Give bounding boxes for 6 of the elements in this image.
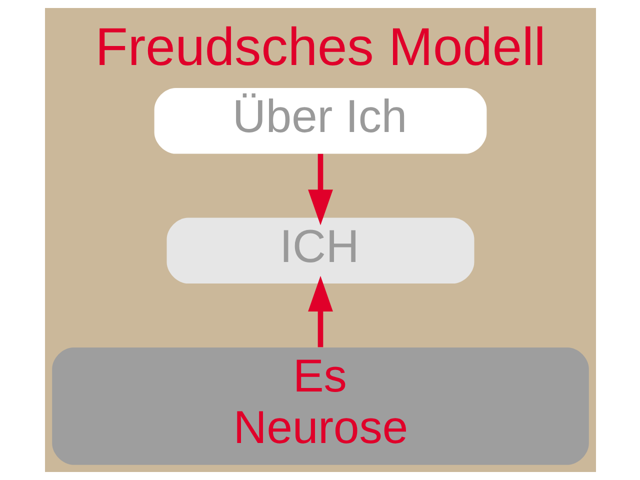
arrow (308, 154, 332, 226)
diagram-title: Freudsches Modell (94, 18, 546, 77)
node-box: Über Ich (154, 88, 486, 154)
arrow (308, 276, 332, 348)
node-box: ICH (166, 218, 474, 284)
node-box: Es Neurose (52, 348, 588, 465)
